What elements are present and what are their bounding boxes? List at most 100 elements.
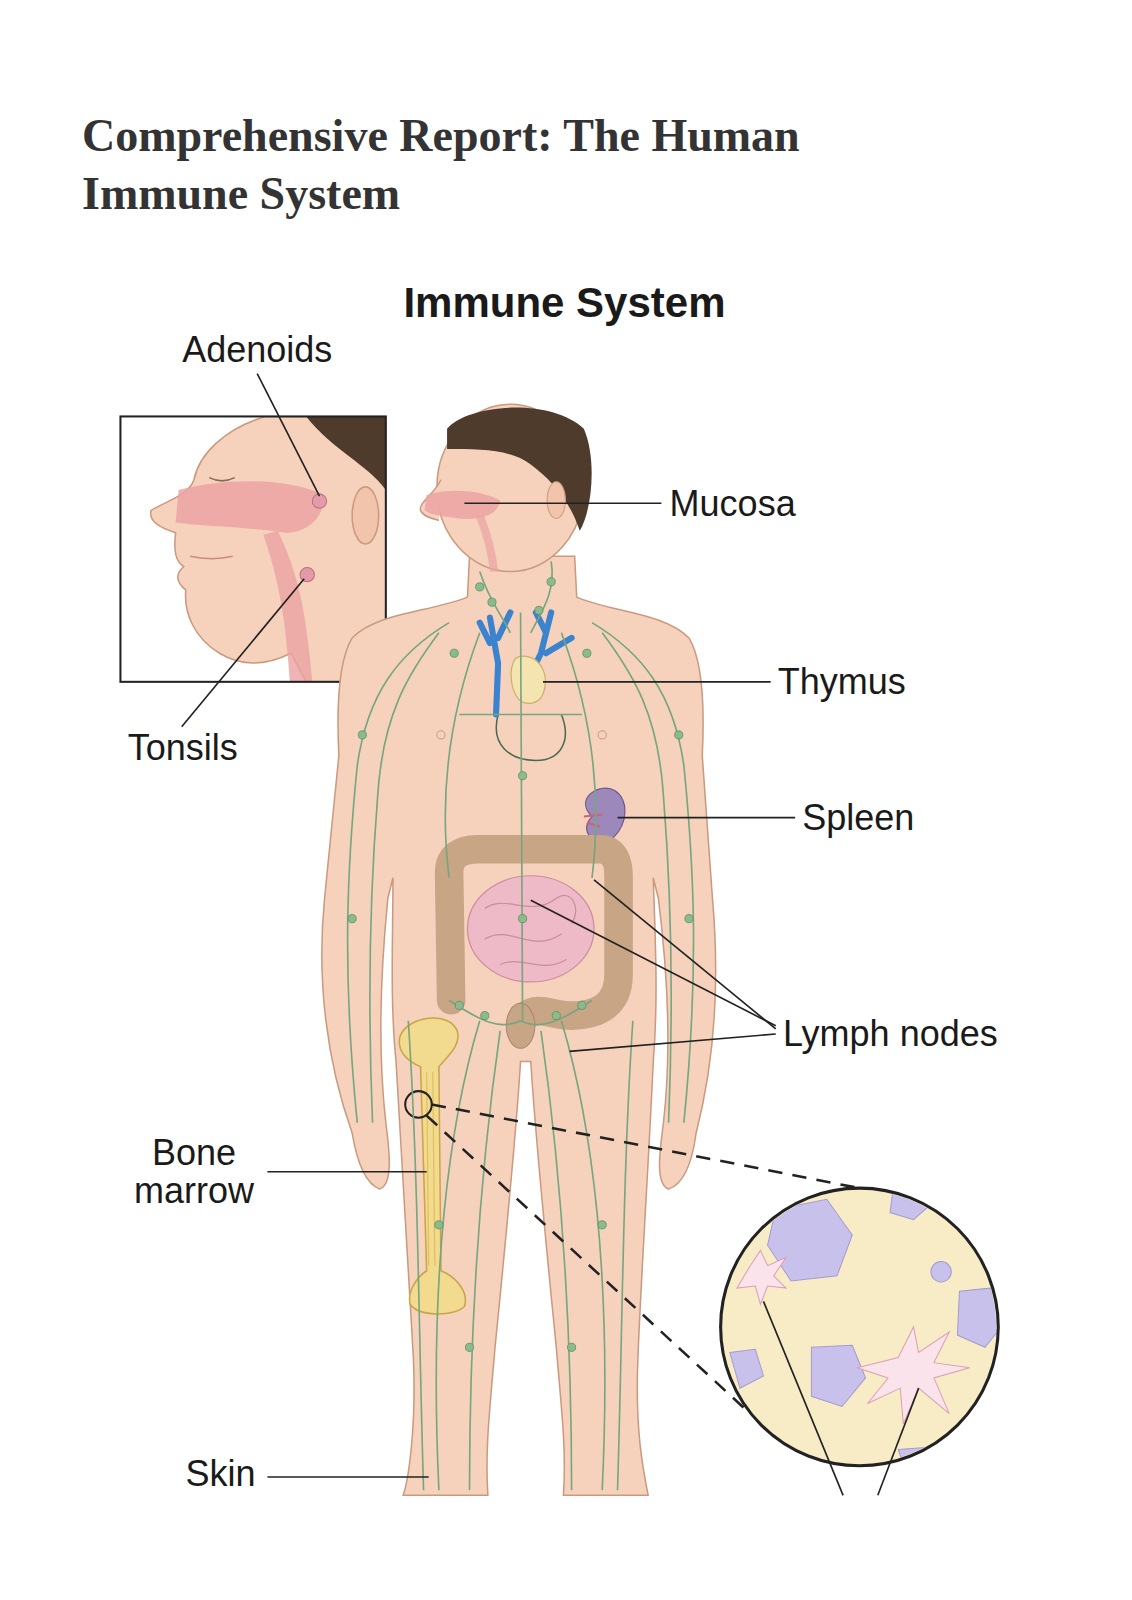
lymph-node-dots-part [552,1012,560,1020]
lymph-node-dots-part [578,1001,586,1009]
page-bottom [0,1496,1132,1600]
leader-lines-part [257,374,319,496]
part-label: Adenoids [182,331,332,369]
lymph-node-dots-part [450,649,458,657]
lymph-node-dots-part [675,731,683,739]
lymph-vessels-part [618,1021,633,1491]
part-label: Thymus [778,663,906,701]
lymph-vessels-part [449,1000,520,1024]
page-heading: Comprehensive Report: The Human Immune S… [82,107,922,222]
body-figure-part [480,515,494,571]
lymph-node-dots-part [535,606,543,614]
spleen-organ-part [584,815,602,827]
lymph-node-dots-part [348,915,356,923]
lymph-node-dots-part [488,598,496,606]
thymus-gland-part [480,612,572,714]
lymph-vessels-part [470,1031,501,1490]
lymph-vessels-part [445,633,479,878]
magnified-marrow-part [857,1327,969,1424]
leader-lines-part [267,1476,428,1478]
magnified-marrow-part [737,1250,786,1304]
thymus-gland-part [511,656,545,703]
lymph-vessels-part [480,572,511,633]
lymph-vessels-part [561,1021,604,1491]
lymph-vessels-part [436,1021,479,1491]
lymph-node-dots-part [476,583,484,591]
magnified-marrow-part [768,1199,853,1281]
lymph-node-dots-part [465,1343,473,1351]
lymph-vessels-part [459,714,581,716]
lymph-node-dots-part [583,649,591,657]
magnified-marrow-part [721,1188,999,1466]
leader-lines-part [594,880,776,1029]
leader-lines-part [878,1388,919,1495]
part-label: Bone marrow [119,1134,269,1210]
lymph-vessels-part [531,561,552,632]
leader-lines-part [267,1171,426,1173]
heart-outline [496,714,565,760]
lymph-vessels-part [370,633,439,1123]
body-figure-part [322,556,716,1495]
intestines-part [467,876,594,982]
inset-face-part [209,478,235,481]
inset-face-part [176,481,324,533]
part-label: Skin [185,1455,255,1493]
magnified-marrow-part [730,1349,764,1388]
leader-lines-part [531,900,776,1026]
leader-lines-part [763,1301,843,1495]
lymph-vessels-part [602,633,671,1123]
inset-face-part [306,416,386,489]
magnified-marrow-part [898,1447,939,1480]
body-figure-part [598,731,606,739]
leader-lines-part [570,1034,776,1051]
lymph-vessels-part [541,1031,572,1490]
magnified-marrow [427,1104,1006,1480]
lymph-node-dots [348,578,693,1352]
inset-face-part [263,531,312,682]
body-figure [322,404,716,1495]
thymus-gland [480,612,572,714]
heart-outline-part [496,714,565,760]
part-label: Lymph nodes [783,1015,998,1053]
intestines [449,849,618,1048]
lymph-node-dots-part [598,1221,606,1229]
leader-lines-part [464,502,661,504]
lymph-node-dots-part [435,1221,443,1229]
inset-face-part [300,568,314,582]
leader-lines-part [618,817,796,819]
lymph-vessels [348,561,694,1490]
body-figure-part [547,482,565,519]
inset-face-part [120,416,385,681]
body-figure-part [437,731,445,739]
magnified-marrow-part [931,1262,951,1282]
inset-face-part [352,487,379,544]
leader-lines-part [543,681,771,683]
spleen-organ [584,788,625,842]
magnified-marrow-part [957,1288,1005,1347]
leader-lines [182,374,919,1496]
lymph-node-dots-part [568,1343,576,1351]
lymph-vessels-part [521,1000,592,1024]
lymph-vessels-part [521,612,523,1020]
magnified-marrow-part [811,1345,865,1406]
inset-face-part [120,416,385,681]
part-label: Tonsils [128,729,238,767]
magnified-marrow-part [890,1184,931,1220]
intestines-part [485,895,576,965]
diagram-title: Immune System [403,281,725,325]
lymph-vessels-part [561,633,595,878]
lymph-node-dots-part [519,772,527,780]
inset-face-part [190,556,233,558]
femur-bone-part [405,1091,432,1118]
inset-face [120,416,385,681]
lymph-vessels-part [348,623,450,1123]
lymph-node-dots-part [519,915,527,923]
magnified-marrow-part [730,1184,1006,1480]
body-figure-part [425,491,501,519]
lymph-node-dots-part [358,731,366,739]
leader-lines-part [182,579,304,727]
part-label: Mucosa [670,485,796,523]
femur-bone-part [399,1018,465,1314]
intestines-part [506,1003,535,1048]
